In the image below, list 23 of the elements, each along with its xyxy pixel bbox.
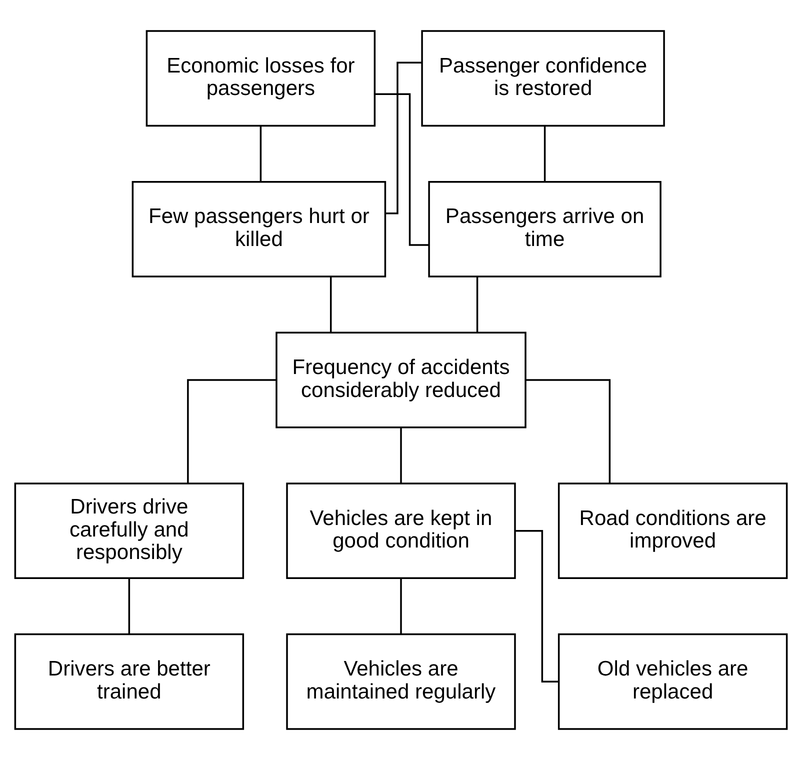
- node-box: Passenger confidence is restored: [421, 30, 665, 127]
- connector: [400, 578, 402, 634]
- connector: [330, 276, 332, 333]
- connector: [516, 530, 559, 683]
- node-box: Passengers arrive on time: [428, 180, 662, 278]
- connector: [260, 126, 262, 182]
- node-box: Vehicles are kept in good condition: [286, 482, 516, 580]
- connector: [375, 93, 429, 246]
- node-box: Old vehicles are replaced: [558, 633, 788, 730]
- connector: [128, 578, 130, 634]
- node-box: Frequency of accidents considerably reduced: [276, 332, 526, 428]
- node-box: Few passengers hurt or killed: [132, 180, 386, 278]
- node-box: Road conditions are improved: [558, 482, 788, 580]
- connector: [526, 379, 611, 484]
- connector: [476, 276, 478, 333]
- node-box: Vehicles are maintained regularly: [286, 633, 516, 730]
- connector: [187, 379, 276, 484]
- node-box: Drivers are better trained: [14, 633, 244, 730]
- node-box: Economic losses for passengers: [146, 30, 376, 127]
- connector: [386, 62, 422, 214]
- connector: [400, 428, 402, 484]
- node-box: Drivers drive carefully and responsibly: [14, 482, 244, 580]
- connector: [544, 126, 546, 182]
